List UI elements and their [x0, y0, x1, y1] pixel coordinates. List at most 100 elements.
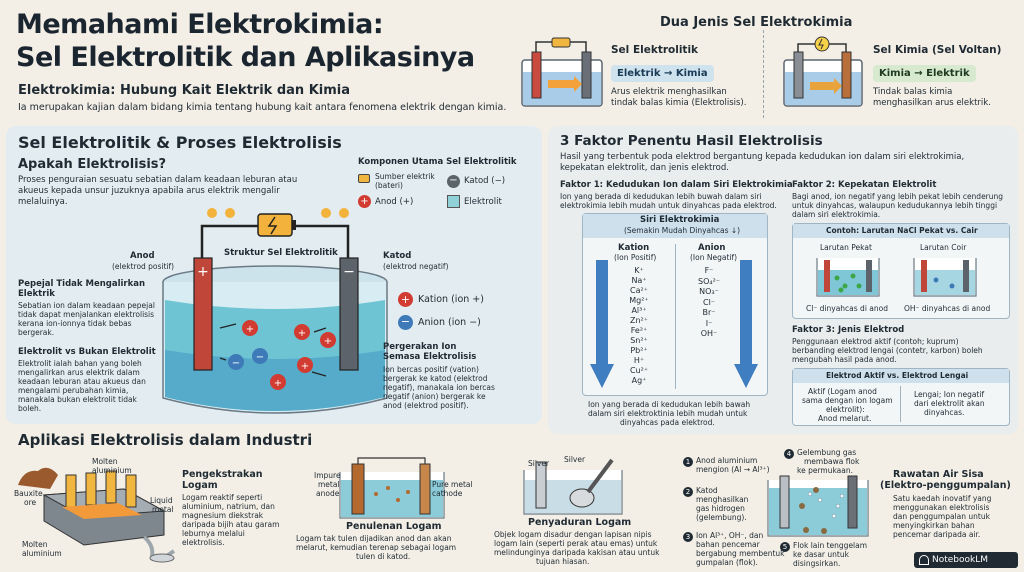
ev-title: Elektrolit vs Bukan Elektrolit [18, 347, 156, 357]
cation-item: Cu²⁺ [629, 366, 649, 375]
active-line4: Anod melarut. [818, 414, 872, 423]
water-line5: pencemar daripada air. [893, 530, 981, 539]
liquid-label2: metal [152, 505, 174, 514]
subtitle: Elektrokimia: Hubung Kait Elektrik dan K… [18, 83, 350, 98]
plating-illustration [523, 458, 623, 515]
anion-head: Anion [698, 243, 726, 253]
pure-label2: cathode [432, 489, 463, 498]
right-intro1: Hasil yang terbentuk poda elektrod berga… [560, 152, 965, 162]
f2-line2: untuk dinyahcas, walaupun kedudukannya l… [792, 201, 998, 210]
purification-illustration [339, 457, 445, 519]
comp-cathode: Katod (−) [464, 176, 506, 186]
water-treatment-illustration [767, 475, 869, 537]
f2-title: Faktor 2: Kepekatan Elektrolit [792, 180, 937, 190]
solid-line4: bergerak. [18, 328, 55, 337]
step3-line4: gumpalan (flok). [696, 558, 758, 567]
extract-line5: leburnya melalui [182, 529, 245, 538]
cation-item: Na⁺ [631, 276, 647, 285]
extract-line6: elektrolisis. [182, 538, 225, 547]
bauxite-label1: Bauxite [14, 489, 43, 498]
purify-line3: tulen di katod. [356, 552, 411, 561]
move-title1: Pergerakan Ion [383, 342, 457, 352]
step3-line3: bergabung membentuk [696, 549, 785, 558]
extract-line4: daripada bijih atau garam [182, 520, 280, 529]
f3-title: Faktor 3: Jenis Elektrod [792, 325, 905, 335]
anion-item: OH⁻ [700, 329, 718, 338]
step5-line3: disingsirkan. [793, 559, 841, 568]
cation-item: Ag⁺ [631, 376, 647, 385]
anion-item: I⁻ [705, 318, 713, 328]
cation-item: Zn²⁺ [630, 316, 648, 325]
solid-title2: Elektrik [18, 289, 55, 299]
ev-line5: manakala bukan elektrolit tidak [18, 395, 137, 404]
voltaic-desc1: Tindak balas kimia [873, 87, 953, 97]
conc-label: Larutan Pekat [820, 243, 872, 252]
f1-line1: Ion yang berada di kedudukan lebih buwah… [560, 192, 762, 201]
step-badge-5: 5 [780, 542, 790, 552]
svg-text:+: + [246, 324, 254, 335]
step2-line2: menghasilkan [696, 495, 749, 504]
liquid-label1: Liquid [150, 496, 173, 505]
solid-line2: tidak dapat menjalankan elektrolisis [18, 310, 155, 319]
anode-plus-icon: + [358, 195, 371, 208]
f1-note2: dalam siri elektroktinia lebih mudah unt… [588, 409, 748, 418]
ev-line4: mengalami perubahan kimia, [18, 386, 129, 395]
electrolytic-desc1: Arus elektrik menghasilkan [611, 87, 727, 97]
step1-line2: mengion (Al → Al³⁺) [696, 465, 770, 474]
plating-line2: logam lain (seperti perak atau emas) unt… [494, 539, 658, 548]
step5-line1: Flok lain tenggelam [793, 541, 868, 550]
ev-line2: mengalirkan arus elektrik dalam [18, 368, 140, 377]
ev-line3: keadaan leburan atau akueus dan [18, 377, 146, 386]
impure-label2: metal [318, 480, 340, 489]
plating-line1: Objek logam disadur dengan lapisan nipis [494, 530, 652, 539]
water-line3: dan penggumpalan untuk [893, 512, 990, 521]
solid-line3: kerana ion-ionnya tidak bebas [18, 319, 132, 328]
dilute-beaker-icon [913, 258, 977, 297]
svg-text:+: + [298, 328, 306, 339]
cation-icon: + [398, 292, 413, 307]
f1-note1: Ion yang berada di kedudukan lebih bawah [588, 400, 751, 409]
brand-badge[interactable] [914, 552, 1018, 568]
voltaic-cell-icon [783, 36, 863, 107]
step-badge-3: 3 [683, 532, 693, 542]
dilute-caption: OH⁻ dinyahcas di anod [904, 304, 991, 313]
cathode-sublabel: (elektrod negatif) [383, 262, 449, 271]
extract-title1: Pengekstrakan [182, 469, 263, 480]
anode-sublabel: (elektrod positif) [112, 262, 175, 271]
molten-b-label2: aluminium [22, 549, 62, 558]
move-title2: Semasa Elektrolisis [383, 352, 477, 362]
solid-title1: Pepejal Tidak Mengalirkan [18, 279, 146, 289]
kation-sub: (Ion Positif) [614, 253, 657, 262]
inert-line2: dari elektrolit akan [914, 399, 985, 408]
molten-al-label1: Molten [92, 457, 118, 466]
battery-icon [358, 174, 370, 183]
electrolytic-name: Sel Elektrolitik [611, 44, 699, 56]
plating-line4: tujuan hiasan. [536, 557, 590, 566]
water-title1: Rawatan Air Sisa [893, 469, 984, 480]
molten-b-label1: Molten [22, 540, 48, 549]
nacl-header [793, 224, 1009, 238]
impure-label1: Impure [314, 471, 341, 480]
components-title: Komponen Utama Sel Elektrolitik [358, 157, 517, 167]
f3-line2: berbanding elektrod lengai (contetr, kar… [792, 346, 983, 355]
cathode-minus-icon: − [447, 175, 460, 188]
what-is-line3: melaluinya. [18, 197, 68, 207]
pure-label1: Pure metal [432, 480, 473, 489]
purify-line2: melarut, kemudian terenap sebagai logam [296, 543, 457, 552]
extract-line1: Logam reaktif seperti [182, 493, 263, 502]
silver-label2: Silver [564, 455, 586, 464]
f3-line1: Penggunaan elektrod aktif (contoh; kupru… [792, 337, 959, 346]
down-arrow-left-icon [590, 260, 614, 388]
nacl-title: Contoh: Larutan NaCl Pekat vs. Cair [826, 226, 978, 235]
step4-line2: membawa flok [804, 457, 860, 466]
cation-legend: Kation (ion +) [418, 294, 484, 305]
f1-note3: dinyahcas pada elektrod. [620, 418, 715, 427]
purify-title: Penulenan Logam [346, 521, 442, 532]
svg-text:+: + [301, 361, 309, 372]
voltaic-name: Sel Kimia (Sel Voltan) [873, 44, 1002, 56]
step3-line1: Ion Al³⁺, OH⁻, dan [696, 531, 764, 540]
intro-text: Ia merupakan kajian dalam bidang kimia t… [18, 102, 507, 113]
step3-line2: bahan pencemar [696, 540, 760, 549]
step4-line1: Gelembung gas [797, 448, 857, 457]
active-line3: elektrolit): [826, 405, 865, 414]
